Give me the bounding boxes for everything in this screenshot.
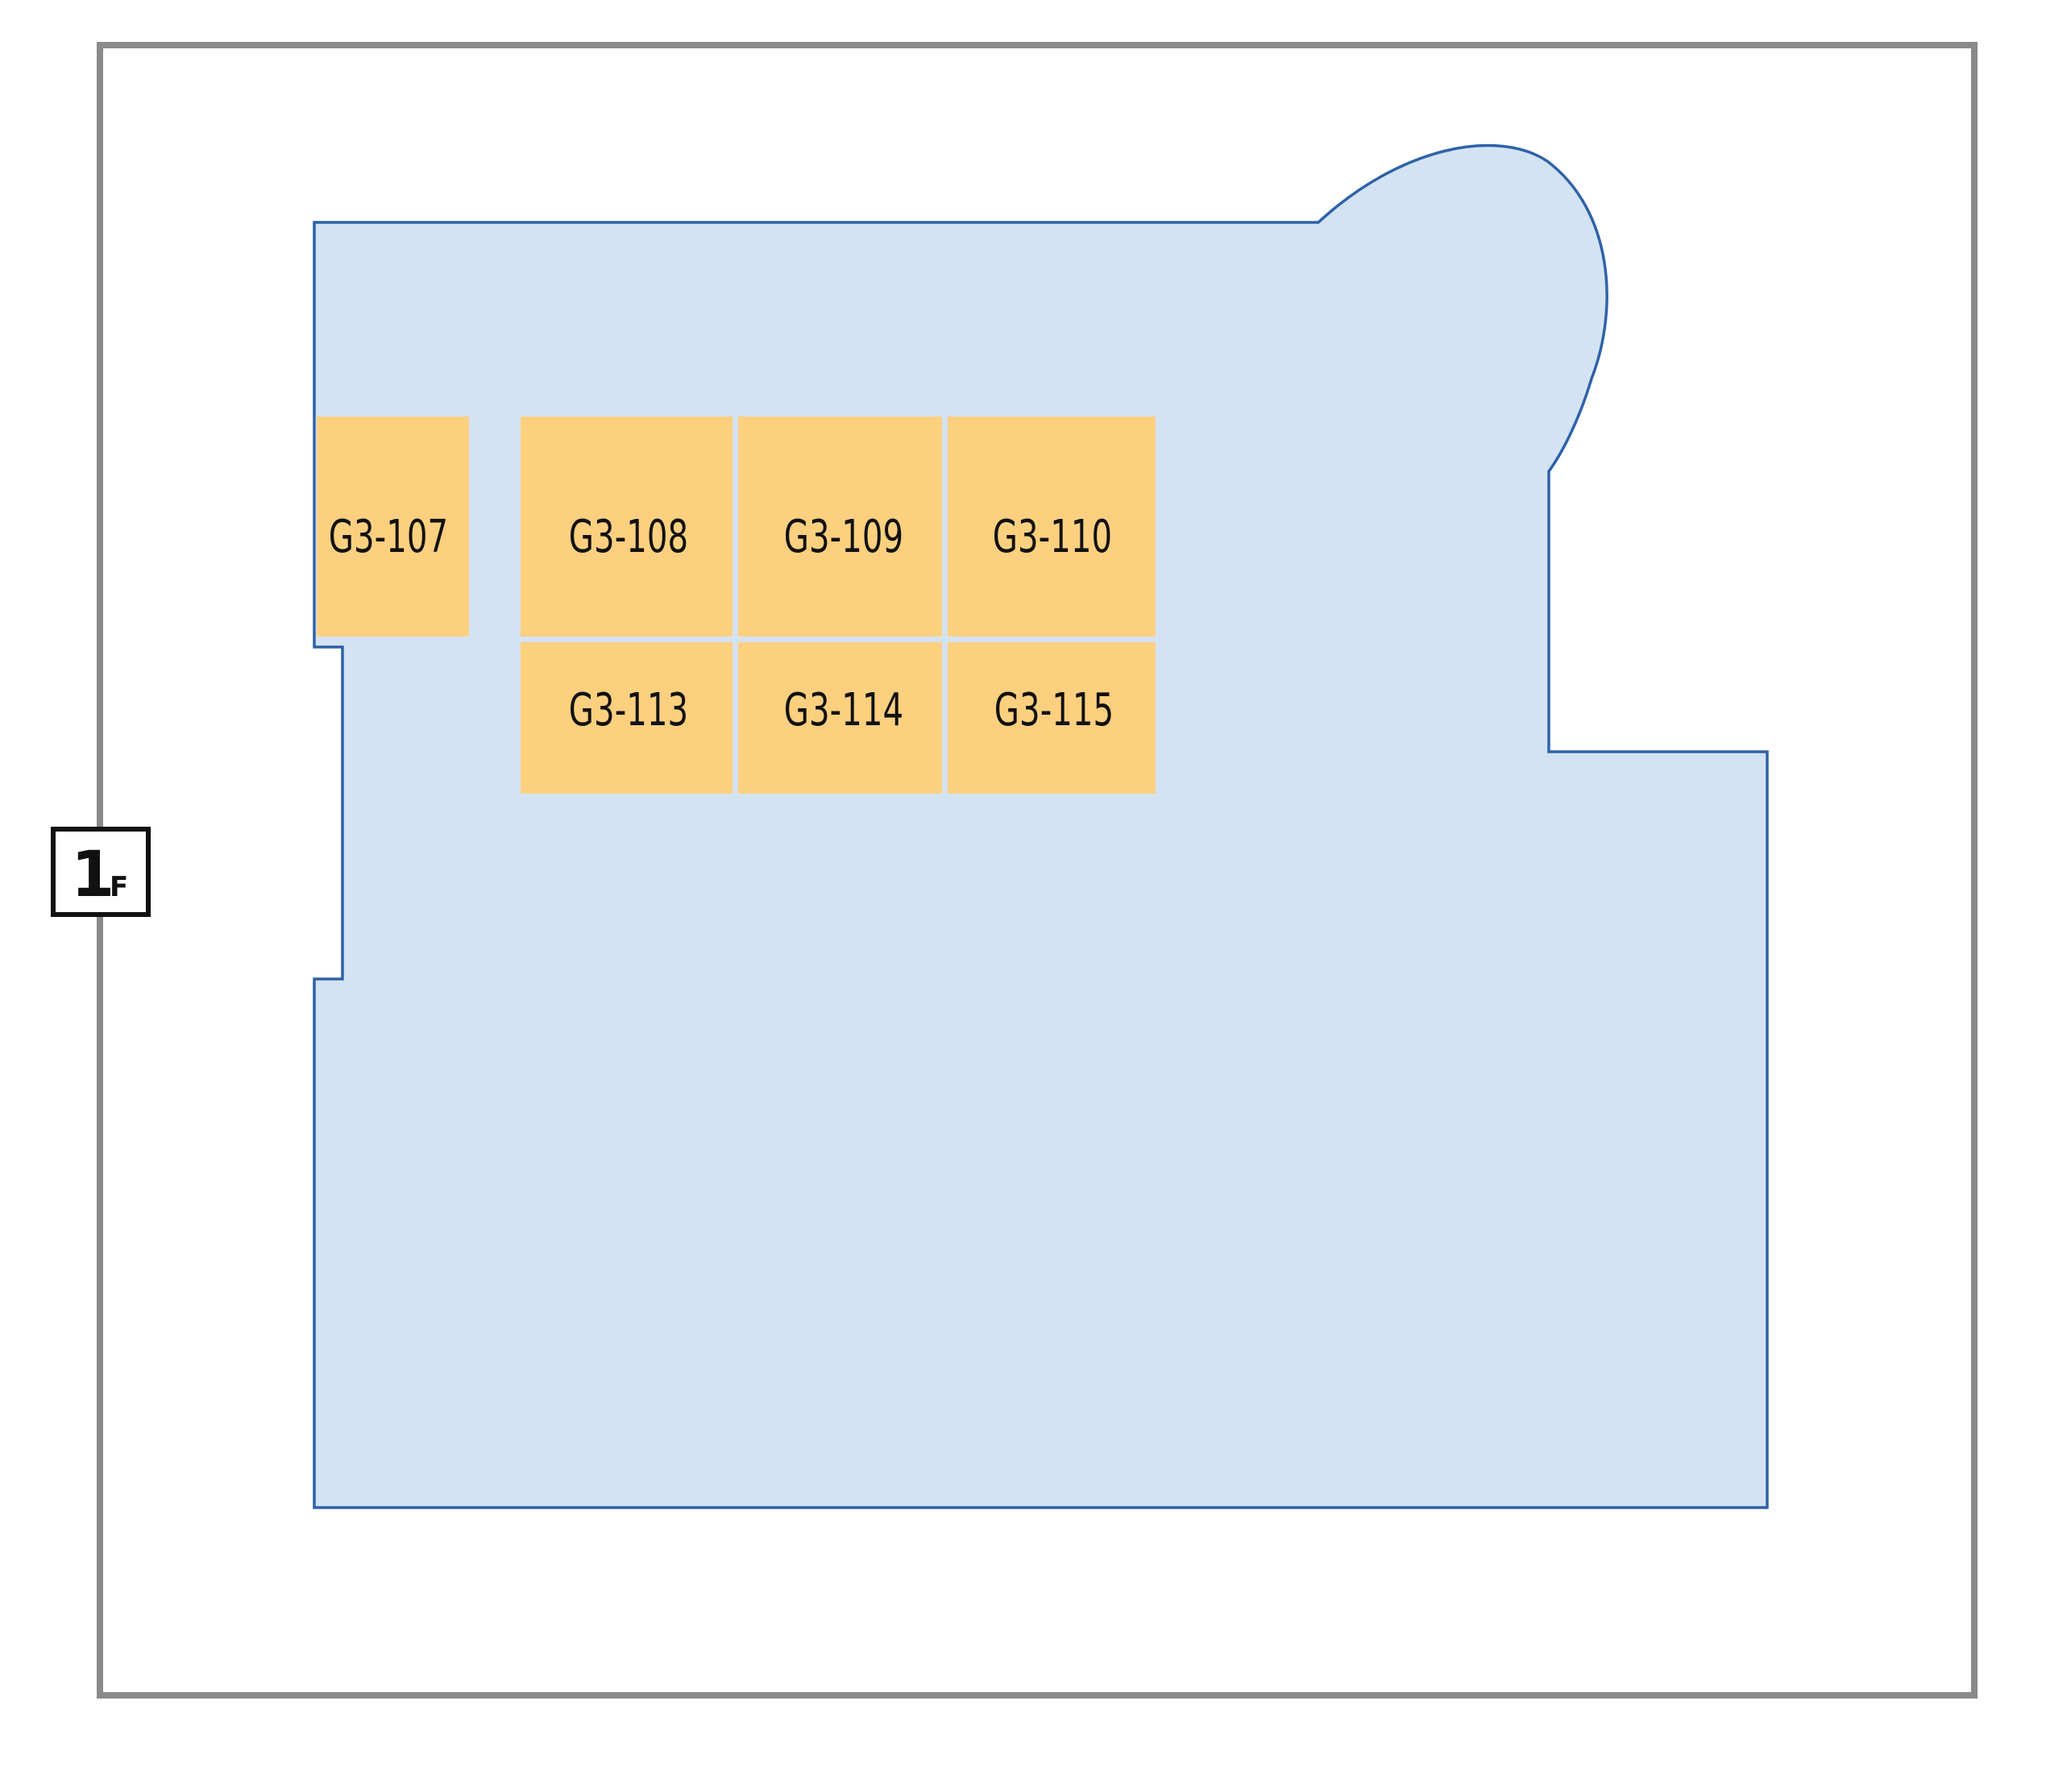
booth-g3-107[interactable]: G3-107 — [317, 417, 469, 637]
booth-g3-113-area[interactable] — [521, 642, 732, 794]
booth-label: G3-108 — [569, 510, 688, 562]
booth-g3-108[interactable]: G3-108 — [521, 417, 732, 637]
booth-label: G3-113 — [569, 683, 688, 736]
booth-g3-114[interactable]: G3-114 — [738, 642, 942, 794]
booth-g3-107-area[interactable] — [317, 417, 469, 637]
booth-group: G3-107 G3-108 G3-109 G3-110 G3-113 G3-11… — [317, 417, 1156, 794]
booth-g3-109[interactable]: G3-109 — [738, 417, 942, 637]
booth-g3-113[interactable]: G3-113 — [521, 642, 732, 794]
floor-badge-number: 1 — [71, 839, 114, 911]
booth-g3-110-area[interactable] — [948, 417, 1156, 637]
floor-badge-suffix: F — [110, 871, 128, 903]
booth-label: G3-114 — [784, 683, 903, 736]
booth-g3-114-area[interactable] — [738, 642, 942, 794]
booth-g3-110[interactable]: G3-110 — [948, 417, 1156, 637]
booth-label: G3-107 — [329, 510, 448, 562]
booth-g3-115[interactable]: G3-115 — [948, 642, 1156, 794]
booth-label: G3-115 — [994, 683, 1114, 736]
booth-g3-109-area[interactable] — [738, 417, 942, 637]
booth-label: G3-110 — [993, 510, 1112, 562]
booth-g3-115-area[interactable] — [948, 642, 1156, 794]
floor-area — [313, 143, 1769, 1509]
booth-g3-108-area[interactable] — [521, 417, 732, 637]
floor-badge: 1 F — [51, 827, 151, 917]
floor-badge-box — [51, 827, 151, 917]
booth-label: G3-109 — [784, 510, 903, 562]
